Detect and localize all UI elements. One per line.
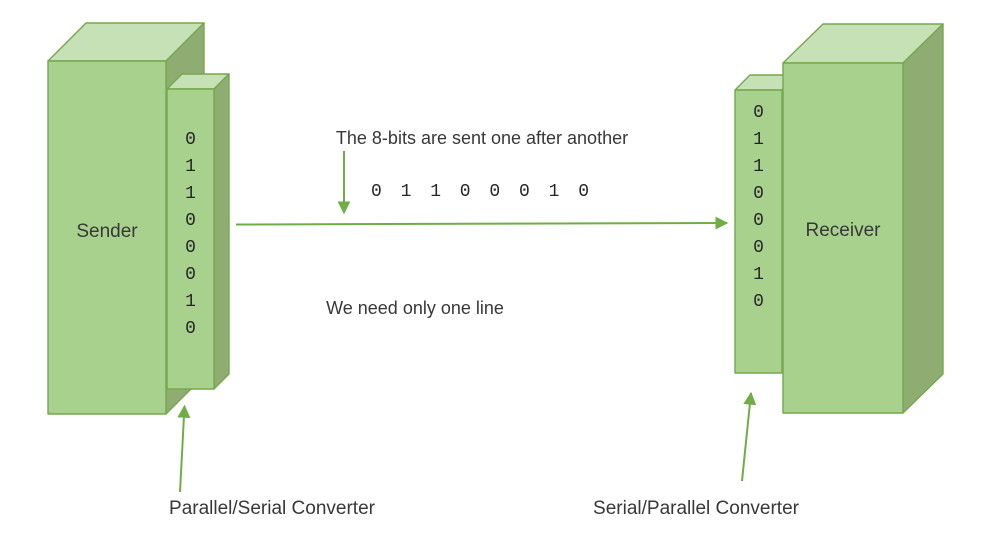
- sender-converter-box-3d: [166, 73, 230, 390]
- receiver-bit: 1: [753, 130, 764, 150]
- serial-parallel-converter-label: Serial/Parallel Converter: [593, 498, 799, 519]
- receiver-bit: 0: [753, 211, 764, 231]
- sender-bit: 0: [185, 319, 196, 339]
- receiver-label: Receiver: [805, 220, 881, 241]
- sender-bit: 0: [185, 130, 196, 150]
- serial-bits-inline: 0 1 1 0 0 0 1 0: [370, 182, 590, 202]
- receiver-bit: 0: [753, 292, 764, 312]
- receiver-parallel-bits: 0 1 1 0 0 0 1 0: [735, 100, 782, 316]
- receiver-bit: 0: [753, 184, 764, 204]
- sender-label: Sender: [76, 221, 138, 242]
- serial-parallel-pointer-arrow: [741, 391, 757, 482]
- sender-bit: 1: [185, 292, 196, 312]
- transmission-line-arrow: [235, 216, 729, 230]
- bottom-note: We need only one line: [326, 298, 504, 318]
- receiver-box-3d: [782, 23, 944, 414]
- receiver-bit: 1: [753, 157, 764, 177]
- sender-bit: 0: [185, 238, 196, 258]
- parallel-serial-pointer-arrow: [177, 404, 191, 493]
- receiver-bit: 1: [753, 265, 764, 285]
- sender-bit: 1: [185, 157, 196, 177]
- sender-parallel-bits: 0 1 1 0 0 0 1 0: [167, 127, 214, 343]
- sender-bit: 1: [185, 184, 196, 204]
- sender-bit: 0: [185, 265, 196, 285]
- parallel-serial-converter-label: Parallel/Serial Converter: [169, 498, 375, 519]
- top-note: The 8-bits are sent one after another: [335, 128, 629, 148]
- sender-bit: 0: [185, 211, 196, 231]
- receiver-bit: 0: [753, 238, 764, 258]
- receiver-bit: 0: [753, 103, 764, 123]
